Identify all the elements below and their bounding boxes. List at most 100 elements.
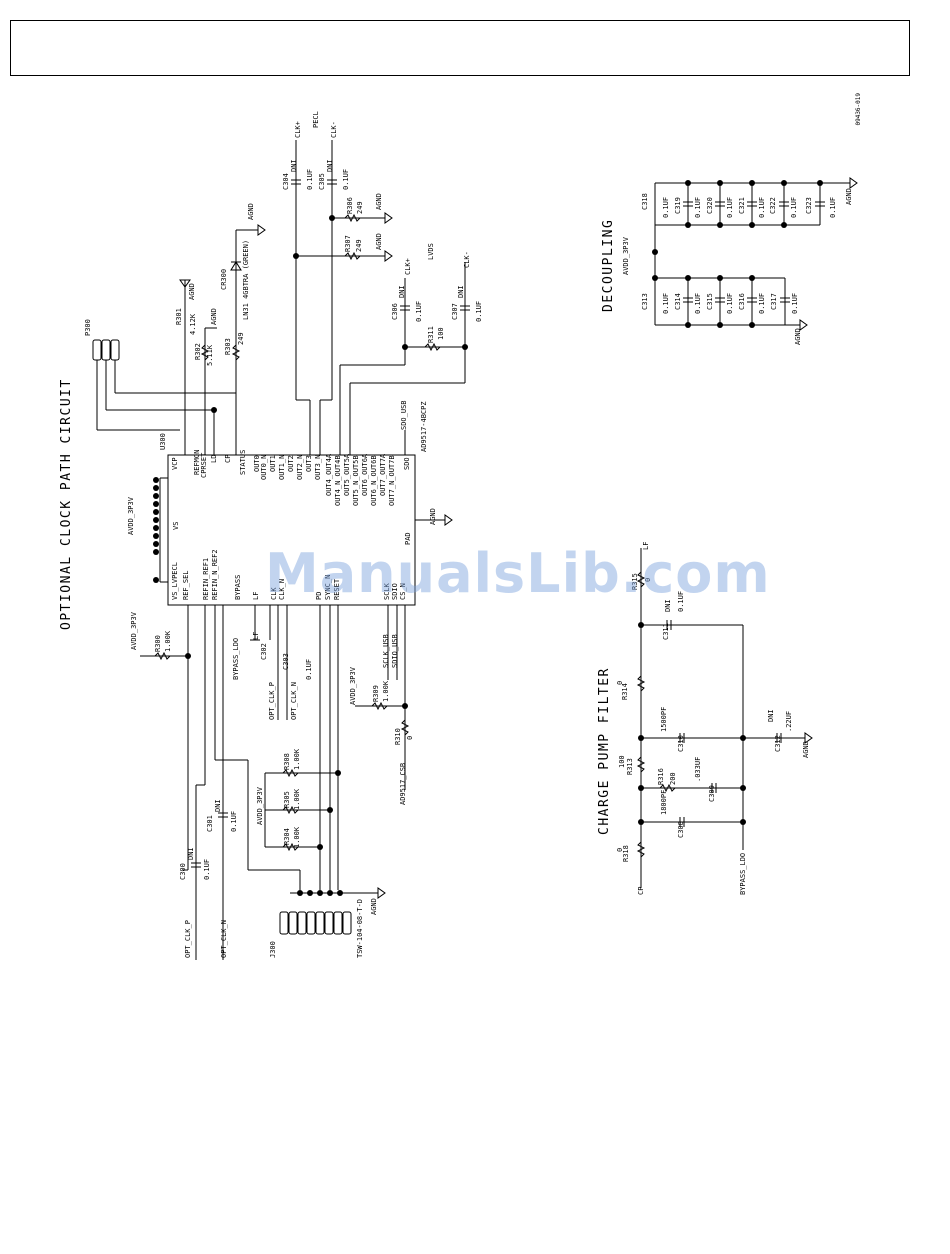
c321-val: 0.1UF bbox=[758, 197, 766, 218]
c312-dni: DNI bbox=[767, 709, 775, 722]
c310-ref: C310 bbox=[677, 735, 685, 752]
c305-dni: DNI bbox=[326, 159, 334, 172]
clkn-lvds: CLK- bbox=[463, 251, 471, 268]
pin-refmon: REFMON bbox=[193, 450, 201, 475]
r311-val: 100 bbox=[437, 327, 445, 340]
c303-ref: C303 bbox=[282, 653, 290, 670]
clkp-lvds: CLK+ bbox=[404, 258, 412, 275]
pin-ld: LD bbox=[210, 455, 218, 463]
lvds-block: LVDS CLK+ CLK- R311 100 C306 DNI 0.1UF C… bbox=[339, 243, 483, 455]
cr300-part: LN31 4GBTRA (GREEN) bbox=[242, 240, 250, 320]
c323-ref: C323 bbox=[805, 197, 813, 214]
c311-val: 0.1UF bbox=[677, 591, 685, 612]
bypass-ldo-cp: BYPASS_LDO bbox=[739, 853, 747, 895]
sclk-usb: SCLK_USB bbox=[382, 634, 390, 668]
r311-ref: R311 bbox=[427, 326, 435, 343]
c320-ref: C320 bbox=[706, 197, 714, 214]
pin-out1n: OUT1_N bbox=[278, 455, 286, 480]
pin-cs: CS_N bbox=[399, 583, 407, 600]
pin-cp: CP bbox=[224, 455, 232, 463]
ic-pad: PAD bbox=[404, 532, 412, 545]
r318-ref: R318 bbox=[622, 845, 630, 862]
pin-sclk: SCLK bbox=[383, 582, 391, 600]
bias-network: AGND R301 4.12K R302 5.11K AGND R303 249… bbox=[175, 203, 266, 455]
pin-sdo: SDO bbox=[403, 457, 411, 470]
c304-val: 0.1UF bbox=[306, 169, 314, 190]
c301-ref: C301 bbox=[206, 815, 214, 832]
r314-ref: R314 bbox=[621, 683, 629, 700]
r310-ref: R310 bbox=[394, 728, 402, 745]
spi-block: SCLK_USB SDIO_USB AVDD_3P3V R309 1.00K R… bbox=[349, 605, 414, 805]
pecl-label: PECL bbox=[312, 111, 320, 128]
r304-val: 1.00K bbox=[293, 826, 301, 848]
pin-out4n: OUT4_N_OUT4B bbox=[334, 455, 342, 506]
charge-pump-block: LF R315 0 R314 0 R313 100 R318 0 CP C311… bbox=[616, 542, 813, 895]
c322-val: 0.1UF bbox=[790, 197, 798, 218]
pin-out5: OUT5_OUT5A bbox=[343, 453, 351, 496]
ic-vs: VS bbox=[172, 522, 180, 530]
agnd-dec-top: AGND bbox=[845, 188, 853, 205]
avdd-label-ic: AVDD_3P3V bbox=[127, 496, 135, 535]
c319-val: 0.1UF bbox=[694, 197, 702, 218]
pad-gnd: AGND bbox=[415, 508, 453, 526]
r306-ref: R306 bbox=[346, 197, 354, 214]
ic-u300: U300 AD9517-4BCPZ PAD VS VCP REFMON CPRS… bbox=[159, 401, 428, 606]
ic-part: AD9517-4BCPZ bbox=[420, 401, 428, 452]
c316-val: 0.1UF bbox=[758, 293, 766, 314]
pin-out7: OUT7_OUT7A bbox=[379, 453, 387, 496]
pin-bypass: BYPASS bbox=[234, 575, 242, 600]
r307-ref: R307 bbox=[344, 235, 352, 252]
r304-ref: R304 bbox=[283, 828, 291, 845]
pin-out2: OUT2 bbox=[287, 455, 295, 472]
pin-refin: REFIN_REF1 bbox=[202, 558, 210, 600]
c308-ref: C308 bbox=[677, 821, 685, 838]
pin-out5n: OUT5_N_OUT5B bbox=[352, 455, 360, 506]
avdd-bus: AVDD_3P3V bbox=[127, 477, 168, 583]
r314-val: 0 bbox=[616, 681, 624, 685]
c306-val: 0.1UF bbox=[415, 301, 423, 322]
lf-label: LF bbox=[252, 632, 260, 640]
pin-pd: PD bbox=[315, 592, 323, 600]
c321-ref: C321 bbox=[738, 197, 746, 214]
c303-val: 0.1UF bbox=[305, 659, 313, 680]
c310-val: 1500PF bbox=[660, 707, 668, 732]
agnd-r301: AGND bbox=[188, 283, 196, 300]
r313-val: 100 bbox=[618, 755, 626, 768]
r308-ref: R308 bbox=[283, 753, 291, 770]
header-box bbox=[10, 20, 910, 76]
c317-val: 0.1UF bbox=[791, 293, 799, 314]
c312-val: .22UF bbox=[785, 711, 793, 732]
pin-out0n: OUT0_N bbox=[260, 455, 268, 480]
csb-label: AD9517_CSB bbox=[399, 763, 407, 805]
title-decoupling: DECOUPLING bbox=[601, 219, 616, 312]
decoupling-block: AVDD_3P3V AGND AGND C318 0.1UF C319 bbox=[622, 177, 858, 345]
r302-ref: R302 bbox=[194, 343, 202, 360]
c312-ref: C312 bbox=[774, 735, 782, 752]
r308-val: 1.00K bbox=[293, 748, 301, 770]
pin-clkn: CLK_N bbox=[278, 579, 286, 600]
pin-out3n: OUT3_N bbox=[314, 455, 322, 480]
r305-val: 1.00K bbox=[293, 788, 301, 810]
avdd-r300: AVDD_3P3V bbox=[130, 611, 138, 650]
r318-val: 0 bbox=[616, 848, 624, 852]
pin-out6n: OUT6_N_OUT6B bbox=[370, 455, 378, 506]
r309-ref: R309 bbox=[372, 685, 380, 702]
pin-reset: RESET bbox=[333, 578, 341, 600]
r302-val: 5.11K bbox=[206, 344, 214, 366]
c315-ref: C315 bbox=[706, 293, 714, 310]
c313-ref: C313 bbox=[641, 293, 649, 310]
c305-ref: C305 bbox=[318, 173, 326, 190]
c320-val: 0.1UF bbox=[726, 197, 734, 218]
agnd-pad: AGND bbox=[429, 508, 437, 525]
r307-val: 249 bbox=[355, 239, 363, 252]
c306-dni: DNI bbox=[398, 285, 406, 298]
lvds-label: LVDS bbox=[427, 243, 435, 260]
avdd-j300: AVDD_3P3V bbox=[256, 786, 264, 825]
r301-ref: R301 bbox=[175, 308, 183, 325]
c309-ref: C309 bbox=[708, 785, 716, 802]
pin-vs-lvpecl: VS_LVPECL bbox=[171, 562, 179, 600]
r301-val: 4.12K bbox=[189, 313, 197, 335]
opt-clk-n-2: OPT_CLK_N bbox=[290, 682, 298, 720]
pin-cprset: CPRSET bbox=[200, 452, 208, 478]
